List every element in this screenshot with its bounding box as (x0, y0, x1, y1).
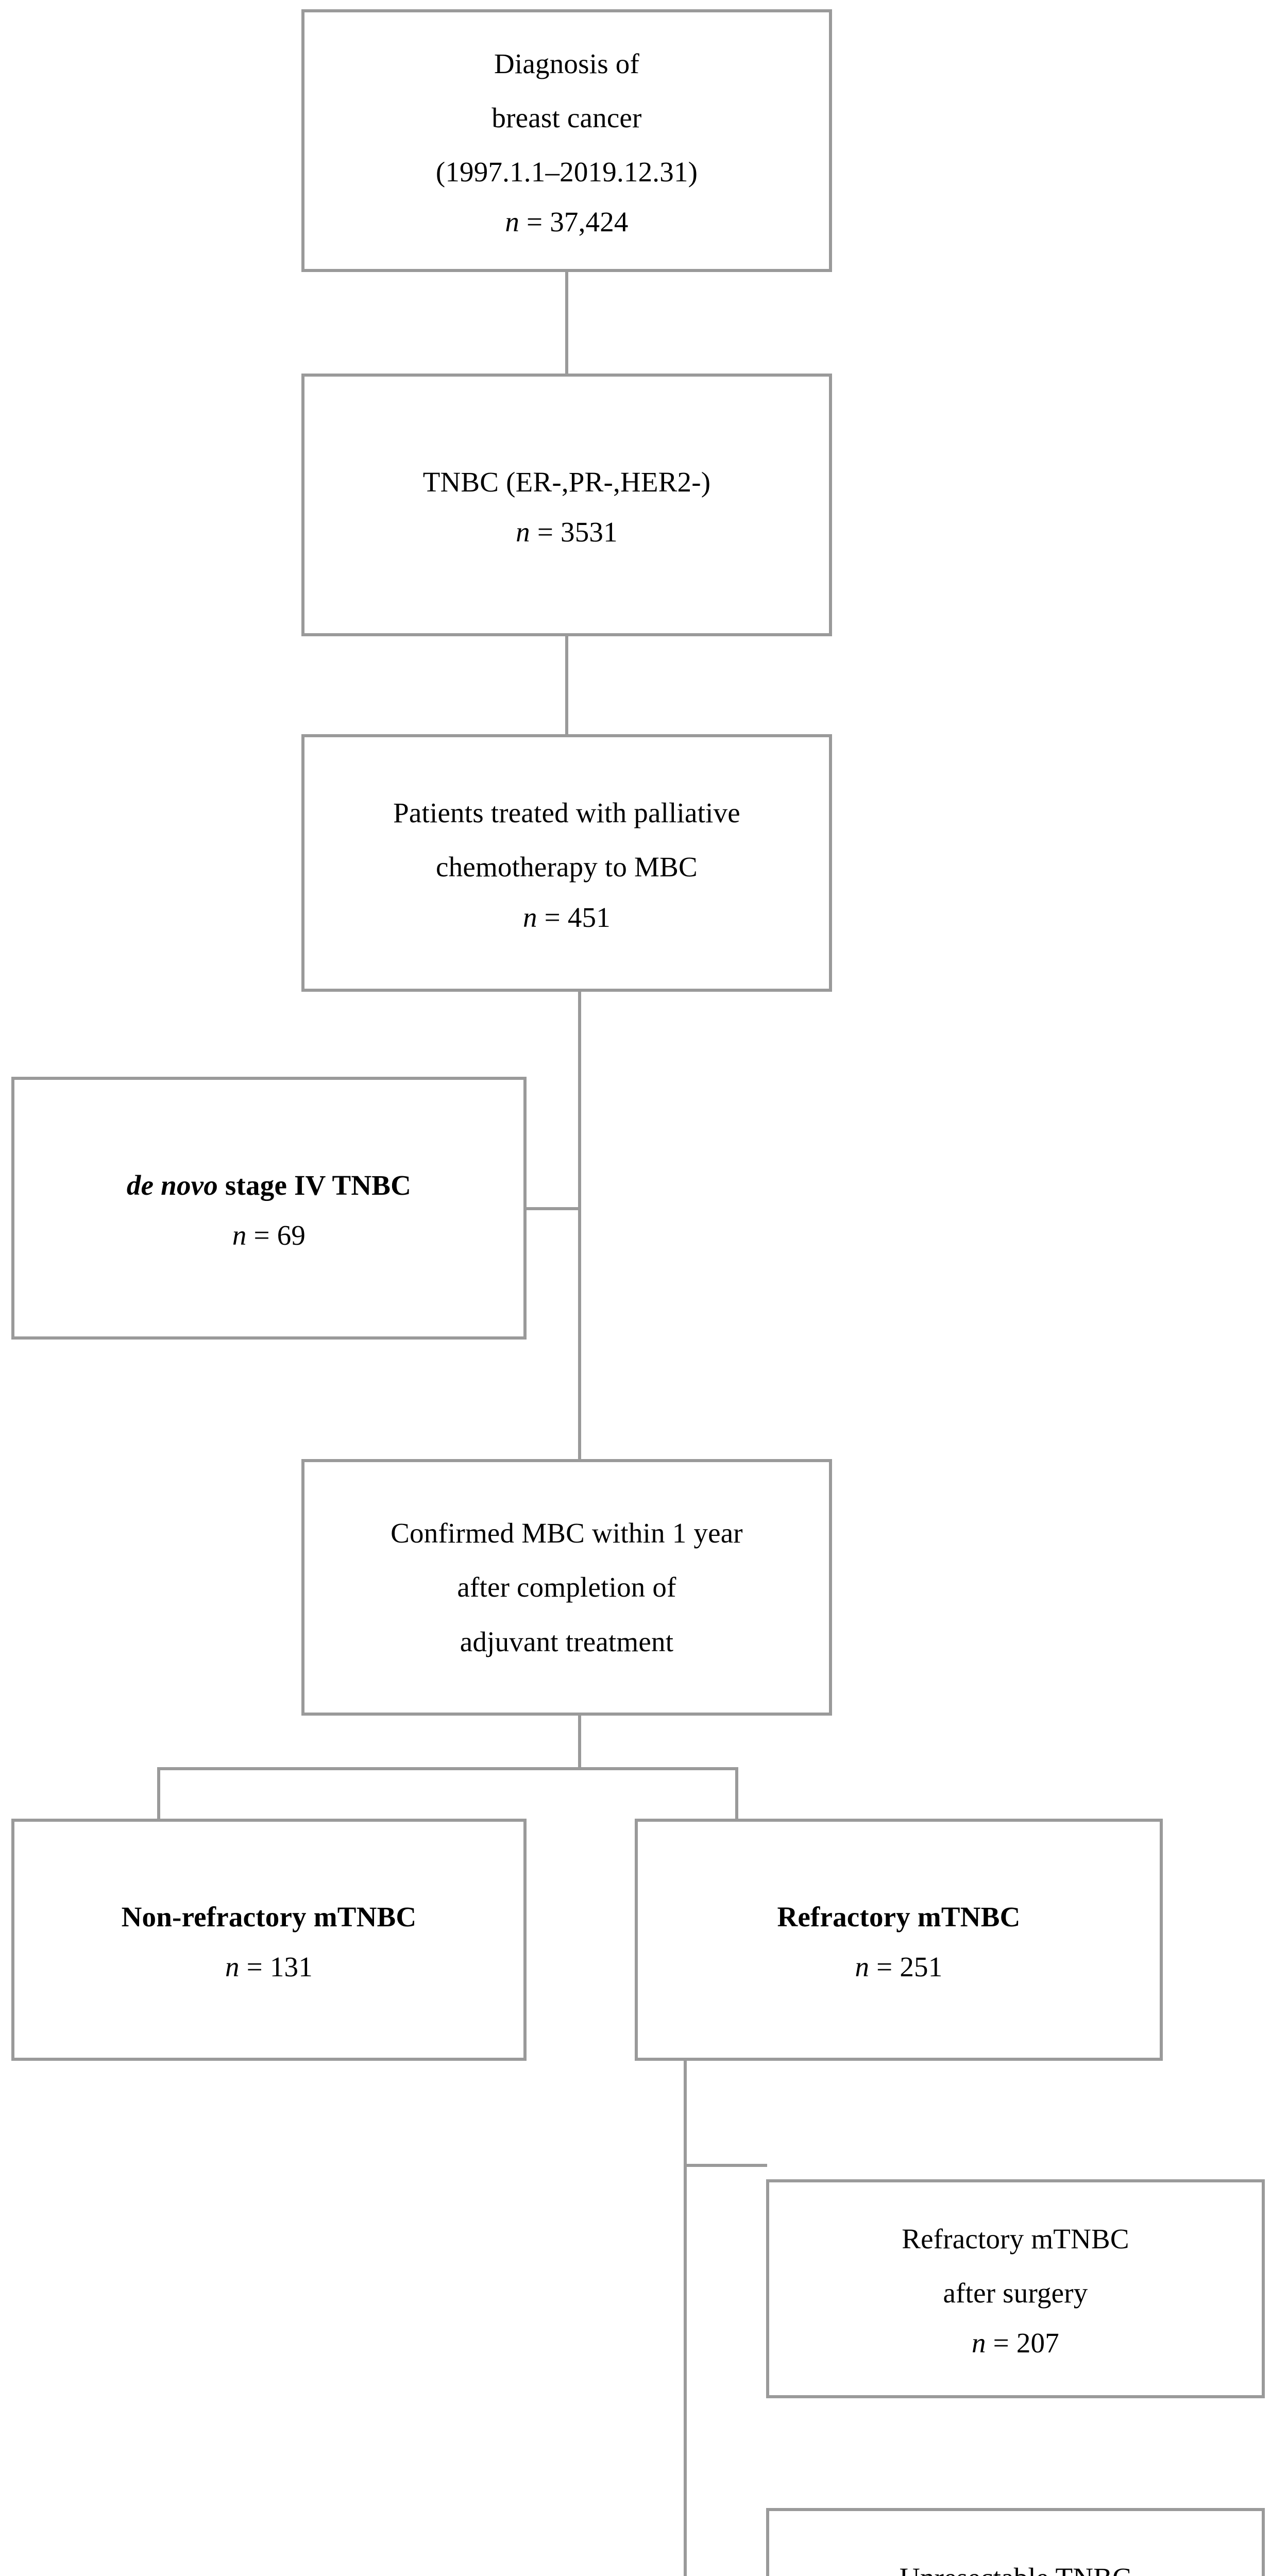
after-surgery-n-value: 207 (1016, 2327, 1059, 2359)
connector-palliative-to-confirmed (578, 992, 581, 1459)
confirmed-mbc-line-2: after completion of (457, 1571, 676, 1603)
node-refractory-after-surgery: Refractory mTNBC after surgery n = 207 (766, 2179, 1265, 2398)
palliative-line-2: chemotherapy to MBC (436, 851, 698, 883)
connector-diagnosis-to-tnbc (565, 272, 568, 375)
node-tnbc: TNBC (ER-,PR-,HER2-) n = 3531 (301, 374, 832, 636)
unresectable-line-1: Unresectable TNBC (900, 2555, 1131, 2576)
connector-spine-to-after-surgery (684, 2164, 767, 2167)
palliative-n-equals: = (537, 901, 568, 933)
diagnosis-n-symbol: n (505, 206, 520, 238)
diagnosis-n-equals: = (519, 206, 550, 238)
tnbc-n-equals: = (530, 516, 561, 548)
diagnosis-n-value: 37,424 (550, 206, 629, 238)
de-novo-italic-part: de novo (126, 1169, 218, 1201)
connector-refractory-spine (684, 2061, 687, 2576)
tnbc-line-1: TNBC (ER-,PR-,HER2-) (422, 466, 711, 498)
refractory-n-value: 251 (900, 1951, 943, 1982)
connector-denovo-to-trunk (523, 1207, 581, 1210)
node-confirmed-mbc: Confirmed MBC within 1 year after comple… (301, 1459, 832, 1716)
node-diagnosis-of-breast-cancer: Diagnosis of breast cancer (1997.1.1–201… (301, 9, 832, 272)
node-palliative-chemotherapy: Patients treated with palliative chemoth… (301, 734, 832, 992)
de-novo-count: n = 69 (232, 1212, 306, 1258)
node-de-novo-stage-iv-tnbc: de novo stage IV TNBC n = 69 (11, 1077, 527, 1340)
connector-fork-to-non-refractory (157, 1767, 160, 1821)
refractory-title: Refractory mTNBC (777, 1901, 1021, 1933)
confirmed-mbc-line-1: Confirmed MBC within 1 year (391, 1517, 743, 1549)
non-refractory-count: n = 131 (225, 1944, 313, 1990)
diagnosis-date-range: (1997.1.1–2019.12.31) (435, 156, 698, 188)
connector-tnbc-to-palliative (565, 636, 568, 735)
tnbc-count: n = 3531 (516, 509, 618, 555)
non-refractory-title: Non-refractory mTNBC (121, 1901, 417, 1933)
de-novo-rest-part: stage IV TNBC (217, 1169, 412, 1201)
refractory-n-equals: = (869, 1951, 900, 1982)
de-novo-n-value: 69 (277, 1219, 306, 1251)
non-refractory-n-equals: = (239, 1951, 270, 1982)
connector-fork-bar (157, 1767, 738, 1770)
after-surgery-line-1: Refractory mTNBC (902, 2223, 1129, 2255)
diagnosis-line-2: breast cancer (492, 101, 642, 133)
palliative-n-symbol: n (523, 901, 537, 933)
after-surgery-n-equals: = (986, 2327, 1016, 2359)
palliative-n-value: 451 (567, 901, 611, 933)
confirmed-mbc-line-3: adjuvant treatment (460, 1625, 674, 1657)
node-non-refractory-mtnbc: Non-refractory mTNBC n = 131 (11, 1819, 527, 2061)
node-refractory-mtnbc: Refractory mTNBC n = 251 (635, 1819, 1163, 2061)
refractory-count: n = 251 (855, 1944, 943, 1990)
diagnosis-line-1: Diagnosis of (494, 47, 639, 79)
after-surgery-n-symbol: n (972, 2327, 986, 2359)
palliative-line-1: Patients treated with palliative (393, 797, 740, 829)
refractory-n-symbol: n (855, 1951, 870, 1982)
connector-fork-to-refractory (735, 1767, 738, 1821)
tnbc-n-value: 3531 (561, 516, 618, 548)
de-novo-n-equals: = (246, 1219, 277, 1251)
connector-confirmed-fork-stem (578, 1716, 581, 1770)
after-surgery-line-2: after surgery (943, 2277, 1088, 2309)
tnbc-n-symbol: n (516, 516, 530, 548)
after-surgery-count: n = 207 (972, 2320, 1059, 2366)
de-novo-n-symbol: n (232, 1219, 247, 1251)
palliative-count: n = 451 (523, 894, 611, 940)
de-novo-title: de novo stage IV TNBC (127, 1162, 411, 1208)
diagnosis-count: n = 37,424 (505, 199, 628, 245)
node-unresectable-tnbc: Unresectable TNBC d/t disease progresion… (766, 2508, 1265, 2576)
non-refractory-n-symbol: n (225, 1951, 240, 1982)
non-refractory-n-value: 131 (269, 1951, 313, 1982)
